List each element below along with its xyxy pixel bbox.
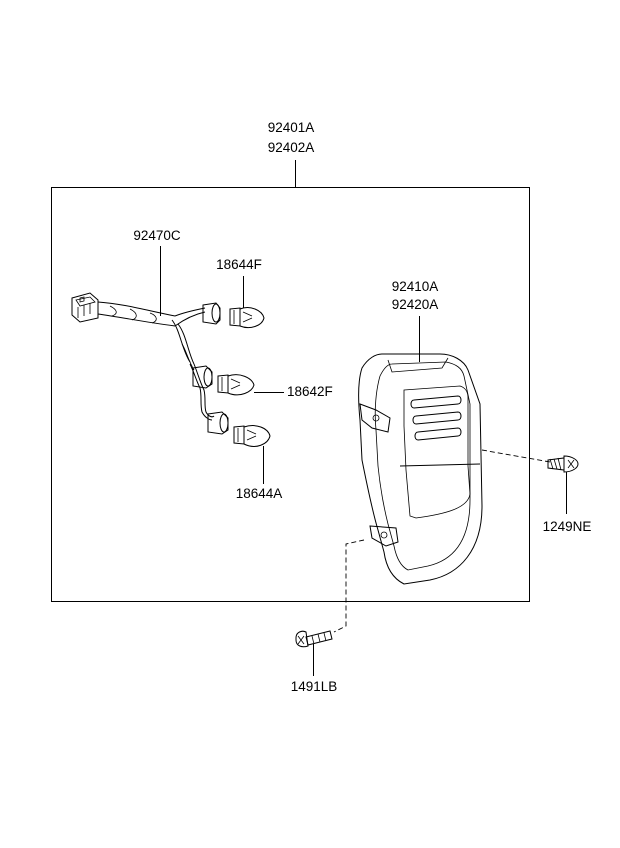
bottom-screw-dashed-leader	[333, 539, 365, 633]
tail-lamp-lens-drawing[interactable]	[358, 353, 483, 585]
bulb-bottom-part-number[interactable]: 18644A	[236, 486, 283, 501]
bulb-top-drawing[interactable]	[229, 307, 265, 329]
side-screw-part-number[interactable]: 1249NE	[543, 519, 592, 534]
bulb-top-part-number[interactable]: 18644F	[216, 257, 262, 272]
assembly-lh-part-number[interactable]: 92401A	[268, 120, 315, 135]
bottom-screw-part-number[interactable]: 1491LB	[291, 679, 338, 694]
wiring-harness-drawing[interactable]	[71, 292, 229, 435]
side-screw-icon[interactable]	[547, 455, 579, 473]
assembly-rh-part-number[interactable]: 92402A	[268, 140, 315, 155]
wiring-harness-part-number[interactable]: 92470C	[133, 228, 181, 243]
bulb-middle-part-number[interactable]: 18642F	[287, 384, 333, 399]
bulb-bottom-drawing[interactable]	[233, 425, 271, 447]
side-screw-dashed-leader	[481, 449, 551, 463]
harness-connector-icon	[71, 292, 99, 323]
bottom-screw-icon[interactable]	[295, 630, 333, 648]
lens-rh-part-number[interactable]: 92420A	[392, 297, 439, 312]
lens-lh-part-number[interactable]: 92410A	[392, 279, 439, 294]
bulb-middle-drawing[interactable]	[217, 374, 255, 396]
assembly-boundary-box	[51, 187, 530, 602]
